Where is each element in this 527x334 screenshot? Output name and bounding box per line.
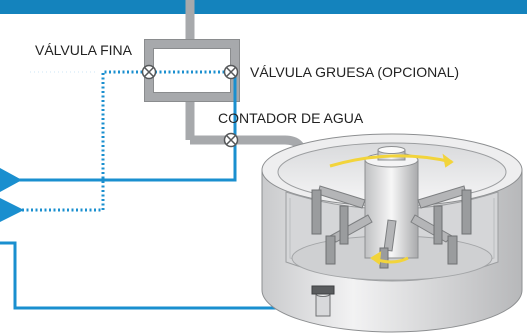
- discharge-valve-icon: [311, 285, 335, 317]
- valve-icon: [141, 64, 157, 80]
- dotted-pipe: [20, 70, 225, 212]
- fine-valve-label: VÁLVULA FINA: [35, 42, 133, 58]
- water-meter-label: CONTADOR DE AGUA: [218, 110, 364, 126]
- solid-pipe: [0, 72, 320, 310]
- inlet-arrow-solid: [0, 168, 22, 192]
- mixer-tank: [261, 133, 523, 333]
- flow-arrow-top: [329, 154, 453, 168]
- valve-icon: [223, 132, 239, 148]
- inlet-arrow-dotted: [0, 198, 24, 222]
- coarse-valve-label: VÁLVULA GRUESA (OPCIONAL): [250, 64, 459, 80]
- valve-icon: [223, 64, 239, 80]
- header-band: [0, 0, 527, 14]
